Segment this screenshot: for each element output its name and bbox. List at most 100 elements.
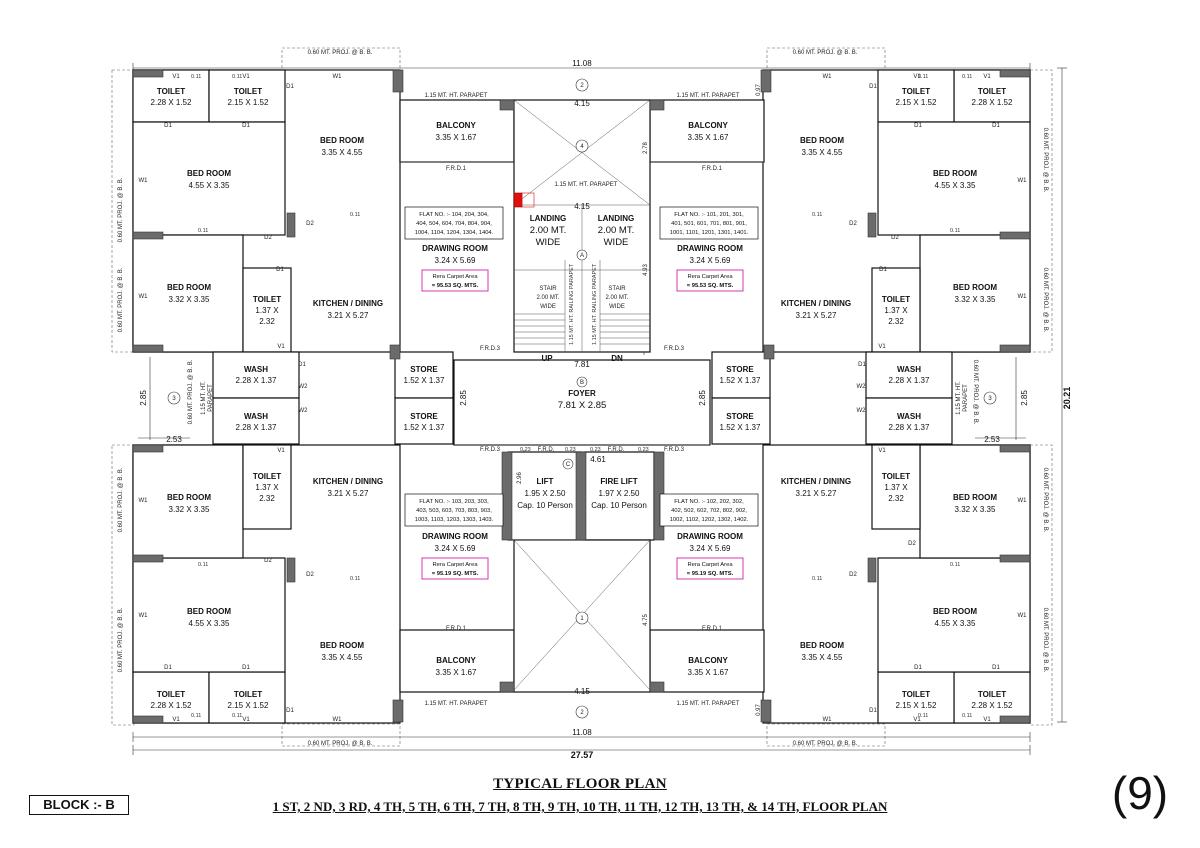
svg-text:Rera Carpet Area: Rera Carpet Area bbox=[432, 562, 478, 568]
svg-text:2.28 X 1.52: 2.28 X 1.52 bbox=[972, 701, 1013, 710]
svg-text:2.28 X 1.52: 2.28 X 1.52 bbox=[972, 98, 1013, 107]
parapet-label-tr: 1.15 MT. HT. PARAPET bbox=[677, 93, 740, 99]
svg-text:3.21 X 5.27: 3.21 X 5.27 bbox=[328, 489, 369, 498]
svg-text:3.32 X 3.35: 3.32 X 3.35 bbox=[169, 295, 210, 304]
svg-text:V1: V1 bbox=[242, 74, 250, 80]
lobby-width: 7.81 bbox=[574, 360, 590, 369]
svg-text:0.11: 0.11 bbox=[812, 576, 822, 582]
core-depth-bottom: 4.75 bbox=[643, 614, 649, 626]
svg-text:0.11: 0.11 bbox=[232, 74, 242, 80]
svg-text:2.15 X 1.52: 2.15 X 1.52 bbox=[896, 98, 937, 107]
annotation-labels: 0.60 MT. PROJ. @ B. B. 0.60 MT. PROJ. @ … bbox=[118, 50, 1048, 747]
svg-text:0.60 MT. PROJ. @ B. B.: 0.60 MT. PROJ. @ B. B. bbox=[118, 267, 124, 332]
svg-text:1.15 MT. HT.: 1.15 MT. HT. bbox=[201, 381, 207, 415]
side-gap-left: 2.85 bbox=[139, 390, 148, 406]
svg-text:V1: V1 bbox=[983, 717, 991, 723]
svg-text:2.00 MT.: 2.00 MT. bbox=[536, 295, 559, 301]
svg-text:V1: V1 bbox=[913, 717, 921, 723]
svg-text:403, 503, 603, 703, 803, 903,: 403, 503, 603, 703, 803, 903, bbox=[416, 508, 492, 514]
svg-text:D1: D1 bbox=[879, 267, 887, 273]
svg-text:0.11: 0.11 bbox=[812, 212, 822, 218]
svg-text:3: 3 bbox=[988, 396, 992, 402]
svg-text:404, 504, 604, 704, 804, 904,: 404, 504, 604, 704, 804, 904, bbox=[416, 221, 492, 227]
svg-text:TOILET: TOILET bbox=[253, 295, 281, 304]
svg-text:BED ROOM: BED ROOM bbox=[933, 169, 977, 178]
svg-text:Rera Carpet Area: Rera Carpet Area bbox=[687, 562, 733, 568]
svg-text:2.00 MT.: 2.00 MT. bbox=[598, 225, 634, 236]
svg-text:D2: D2 bbox=[306, 221, 314, 227]
svg-text:W1: W1 bbox=[823, 717, 833, 723]
svg-text:DRAWING ROOM: DRAWING ROOM bbox=[677, 532, 743, 541]
svg-text:1.52 X 1.37: 1.52 X 1.37 bbox=[404, 376, 445, 385]
svg-text:0.60 MT. PROJ. @ B. B.: 0.60 MT. PROJ. @ B. B. bbox=[118, 177, 124, 242]
svg-text:4.55 X 3.35: 4.55 X 3.35 bbox=[935, 619, 976, 628]
svg-text:3.21 X 5.27: 3.21 X 5.27 bbox=[328, 311, 369, 320]
svg-text:B: B bbox=[580, 380, 584, 386]
svg-text:D2: D2 bbox=[264, 558, 272, 564]
svg-text:W1: W1 bbox=[333, 717, 343, 723]
svg-text:F.R.D.3: F.R.D.3 bbox=[664, 346, 685, 352]
svg-text:TOILET: TOILET bbox=[157, 690, 185, 699]
svg-text:0.11: 0.11 bbox=[950, 562, 960, 568]
svg-text:D1: D1 bbox=[858, 362, 866, 368]
svg-text:401, 501, 601, 701, 801, 901,: 401, 501, 601, 701, 801, 901, bbox=[671, 221, 747, 227]
svg-text:3.21 X 5.27: 3.21 X 5.27 bbox=[796, 311, 837, 320]
svg-text:0.11: 0.11 bbox=[962, 74, 972, 80]
svg-text:LANDING: LANDING bbox=[598, 214, 634, 223]
svg-text:W1: W1 bbox=[139, 178, 149, 184]
svg-text:STORE: STORE bbox=[726, 365, 754, 374]
svg-text:D1: D1 bbox=[242, 123, 250, 129]
svg-text:3.35 X 1.67: 3.35 X 1.67 bbox=[688, 133, 729, 142]
svg-text:F.R.D.3: F.R.D.3 bbox=[480, 447, 501, 453]
svg-text:3.35 X 4.55: 3.35 X 4.55 bbox=[322, 148, 363, 157]
svg-text:2.28 X 1.52: 2.28 X 1.52 bbox=[151, 98, 192, 107]
walls bbox=[132, 69, 1031, 724]
svg-text:BED ROOM: BED ROOM bbox=[953, 283, 997, 292]
core-details bbox=[400, 99, 764, 691]
svg-text:DRAWING ROOM: DRAWING ROOM bbox=[677, 244, 743, 253]
svg-text:0.60 MT. PROJ. @ B. B.: 0.60 MT. PROJ. @ B. B. bbox=[1042, 608, 1048, 673]
room-labels: TOILET 2.28 X 1.52 TOILET 2.15 X 1.52 BE… bbox=[151, 87, 1013, 710]
svg-text:BALCONY: BALCONY bbox=[688, 121, 728, 130]
svg-text:D1: D1 bbox=[242, 665, 250, 671]
stair-depth: 4.93 bbox=[643, 264, 649, 276]
svg-text:2.28 X 1.37: 2.28 X 1.37 bbox=[236, 423, 277, 432]
svg-text:0.11: 0.11 bbox=[191, 74, 201, 80]
svg-text:FLAT NO. :- 103, 203, 303,: FLAT NO. :- 103, 203, 303, bbox=[419, 499, 489, 505]
svg-text:BALCONY: BALCONY bbox=[688, 656, 728, 665]
svg-text:WASH: WASH bbox=[244, 365, 268, 374]
svg-text:W1: W1 bbox=[1018, 294, 1028, 300]
svg-text:W1: W1 bbox=[1018, 613, 1028, 619]
core-width-bottom: 4.15 bbox=[574, 687, 590, 696]
svg-text:2.00 MT.: 2.00 MT. bbox=[530, 225, 566, 236]
svg-text:W2: W2 bbox=[299, 408, 309, 414]
svg-text:3: 3 bbox=[172, 396, 176, 402]
svg-text:FIRE LIFT: FIRE LIFT bbox=[600, 477, 637, 486]
svg-text:F.R.D.3: F.R.D.3 bbox=[664, 447, 685, 453]
svg-text:1.97 X 2.50: 1.97 X 2.50 bbox=[599, 489, 640, 498]
svg-text:D2: D2 bbox=[849, 221, 857, 227]
svg-text:Cap. 10 Person: Cap. 10 Person bbox=[591, 501, 647, 510]
columns bbox=[132, 69, 1031, 724]
svg-text:V1: V1 bbox=[878, 448, 886, 454]
svg-text:0.60 MT. PROJ. @ B. B.: 0.60 MT. PROJ. @ B. B. bbox=[972, 360, 978, 425]
svg-text:V1: V1 bbox=[277, 344, 285, 350]
svg-text:BED ROOM: BED ROOM bbox=[320, 136, 364, 145]
svg-text:1.37 X: 1.37 X bbox=[884, 483, 908, 492]
svg-text:LANDING: LANDING bbox=[530, 214, 566, 223]
svg-text:0.23: 0.23 bbox=[638, 447, 649, 453]
sheet-number: (9) bbox=[1111, 767, 1169, 819]
svg-text:FLAT NO. :- 101, 201, 301,: FLAT NO. :- 101, 201, 301, bbox=[674, 212, 744, 218]
svg-text:WIDE: WIDE bbox=[540, 304, 556, 310]
svg-text:V1: V1 bbox=[983, 74, 991, 80]
plan-title: TYPICAL FLOOR PLAN bbox=[493, 776, 667, 792]
svg-text:0.11: 0.11 bbox=[350, 212, 360, 218]
svg-text:0.11: 0.11 bbox=[962, 713, 972, 719]
wing-width-bottom: 11.08 bbox=[572, 728, 592, 737]
svg-text:F.R.D.1: F.R.D.1 bbox=[702, 626, 723, 632]
svg-text:FOYER: FOYER bbox=[568, 389, 596, 398]
svg-text:BED ROOM: BED ROOM bbox=[320, 641, 364, 650]
overall-width: 27.57 bbox=[571, 750, 594, 760]
parapet-label-core: 1.15 MT. HT. PARAPET bbox=[555, 182, 618, 188]
opening-tags: V1 V1 W1 D1 D1 D1 W1 D2 D2 D1 W1 V1 D1 W… bbox=[139, 74, 1028, 723]
